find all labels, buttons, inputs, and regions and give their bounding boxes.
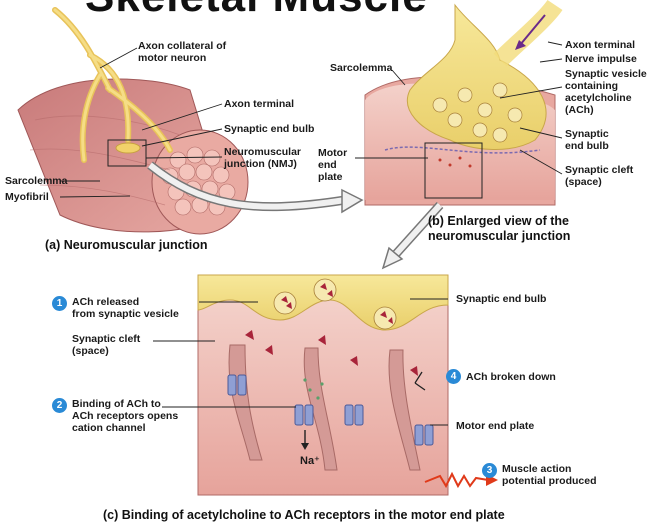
label-axon-terminal-b: Axon terminal — [565, 39, 635, 51]
label-myofibril: Myofibril — [5, 191, 49, 203]
label-synaptic-end-bulb-b: Synaptic end bulb — [565, 128, 609, 152]
label-motor-end-plate-c: Motor end plate — [456, 420, 534, 432]
step-badge-3: 3 — [482, 463, 497, 478]
label-synaptic-cleft-c: Synaptic cleft (space) — [72, 333, 140, 357]
step-text-4: ACh broken down — [466, 371, 556, 383]
step-badge-4: 4 — [446, 369, 461, 384]
label-axon-collateral: Axon collateral of motor neuron — [138, 40, 226, 64]
receptor-binding-illustration — [198, 275, 498, 495]
caption-panel-c: (c) Binding of acetylcholine to ACh rece… — [103, 508, 505, 523]
step-badge-1: 1 — [52, 296, 67, 311]
label-sodium-ion: Na⁺ — [300, 455, 320, 467]
label-sarcolemma-b: Sarcolemma — [330, 62, 392, 74]
label-nmj: Neuromuscular junction (NMJ) — [224, 146, 301, 170]
label-synaptic-end-bulb-c: Synaptic end bulb — [456, 293, 546, 305]
caption-panel-a: (a) Neuromuscular junction — [45, 238, 208, 253]
label-sarcolemma-a: Sarcolemma — [5, 175, 67, 187]
step-text-3: Muscle action potential produced — [502, 463, 597, 487]
label-nerve-impulse: Nerve impulse — [565, 53, 637, 65]
step-text-1: ACh released from synaptic vesicle — [72, 296, 179, 320]
label-motor-end-plate-b: Motor end plate — [318, 147, 347, 183]
step-text-2: Binding of ACh to ACh receptors opens ca… — [72, 398, 178, 434]
caption-panel-b: (b) Enlarged view of the neuromuscular j… — [428, 214, 570, 244]
label-axon-terminal-a: Axon terminal — [224, 98, 294, 110]
label-synaptic-end-bulb-a: Synaptic end bulb — [224, 123, 314, 135]
label-synaptic-vesicle: Synaptic vesicle containing acetylcholin… — [565, 68, 647, 116]
label-synaptic-cleft-b: Synaptic cleft (space) — [565, 164, 633, 188]
step-badge-2: 2 — [52, 398, 67, 413]
